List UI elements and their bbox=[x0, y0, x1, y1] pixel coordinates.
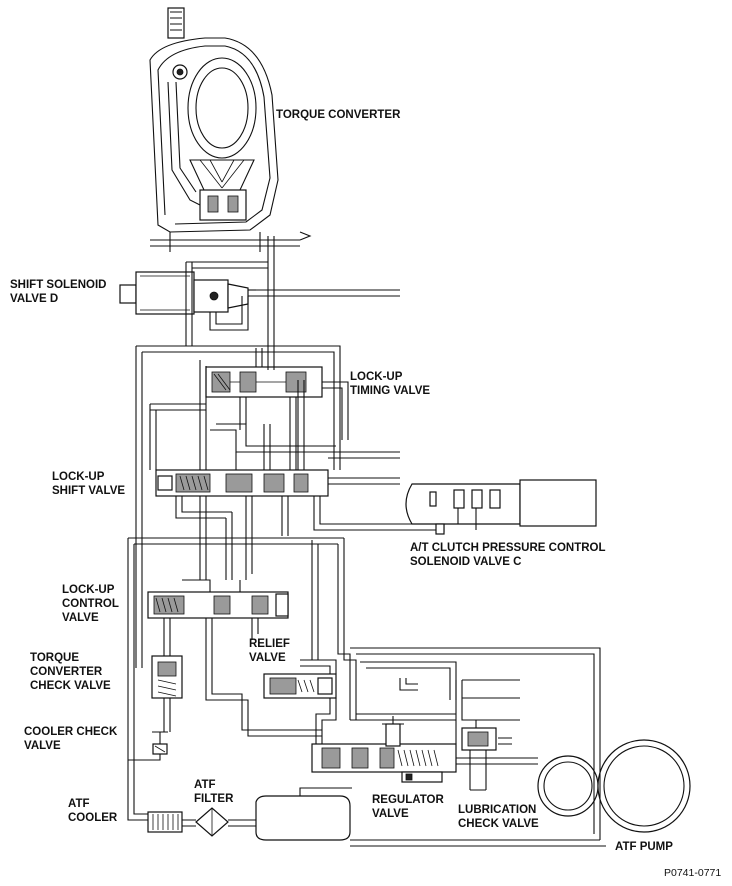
lockup-timing-valve-label: LOCK-UP TIMING VALVE bbox=[350, 371, 431, 397]
torque-converter-drawing bbox=[149, 7, 312, 252]
lubrication-check-valve-label: LUBRICATION CHECK VALVE bbox=[458, 804, 539, 830]
lockup-timing-valve-drawing bbox=[205, 366, 323, 398]
atf-pump-label: ATF PUMP bbox=[615, 841, 673, 853]
lockup-control-valve-drawing bbox=[147, 579, 289, 619]
tc-check-valve-label: TORQUE CONVERTER CHECK VALVE bbox=[30, 652, 111, 692]
lockup-shift-valve-drawing bbox=[155, 469, 329, 497]
torque-converter-label: TORQUE CONVERTER bbox=[276, 109, 401, 121]
clutch-pressure-solenoid-c-drawing bbox=[405, 479, 597, 535]
lubrication-check-valve-drawing bbox=[461, 727, 497, 791]
regulator-valve-label: REGULATOR VALVE bbox=[372, 794, 444, 820]
clutch-pressure-solenoid-c-label: A/T CLUTCH PRESSURE CONTROL SOLENOID VAL… bbox=[410, 542, 606, 568]
relief-valve-label: RELIEF VALVE bbox=[249, 638, 290, 664]
atf-cooler-drawing bbox=[147, 811, 183, 833]
relief-valve-drawing bbox=[263, 673, 337, 699]
atf-filter-drawing bbox=[195, 807, 229, 837]
tc-check-valve-drawing bbox=[151, 655, 183, 699]
hydraulic-passages bbox=[127, 236, 606, 847]
cooler-check-valve-drawing bbox=[152, 731, 168, 755]
atf-filter-label: ATF FILTER bbox=[194, 779, 234, 805]
cooler-check-valve-label: COOLER CHECK VALVE bbox=[24, 726, 118, 752]
atf-pump-drawing bbox=[537, 739, 691, 833]
regulator-valve-drawing bbox=[311, 716, 457, 783]
atf-cooler-label: ATF COOLER bbox=[68, 798, 118, 824]
shift-solenoid-valve-d-drawing bbox=[119, 271, 400, 315]
lockup-shift-valve-label: LOCK-UP SHIFT VALVE bbox=[52, 471, 126, 497]
shift-solenoid-valve-d-label: SHIFT SOLENOID VALVE D bbox=[10, 279, 107, 305]
atf-sump-drawing bbox=[255, 787, 352, 841]
figure-code: P0741-0771 bbox=[664, 867, 722, 879]
lockup-control-valve-label: LOCK-UP CONTROL VALVE bbox=[62, 584, 119, 624]
